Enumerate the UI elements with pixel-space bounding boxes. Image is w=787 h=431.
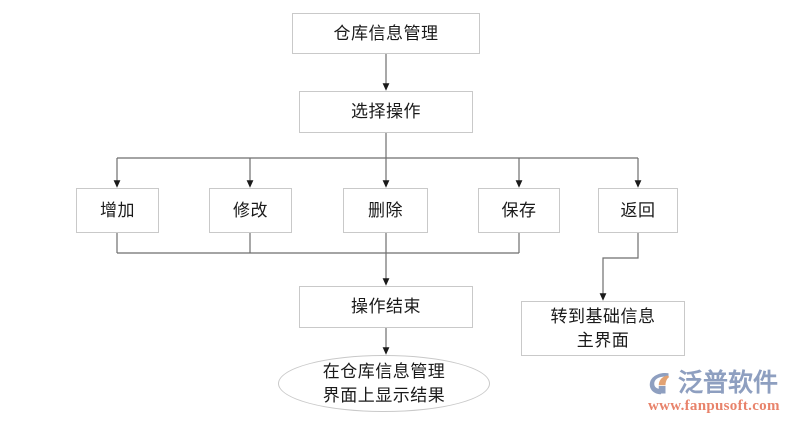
node-add[interactable]: 增加 xyxy=(76,188,159,233)
node-operation-finished[interactable]: 操作结束 xyxy=(299,286,473,328)
node-back[interactable]: 返回 xyxy=(598,188,678,233)
node-warehouse-info-management[interactable]: 仓库信息管理 xyxy=(292,13,480,54)
node-delete[interactable]: 删除 xyxy=(343,188,428,233)
connector-back-to-basemain xyxy=(599,233,639,301)
node-show-result-on-warehouse-ui[interactable]: 在仓库信息管理 界面上显示结果 xyxy=(278,355,490,412)
node-go-to-base-info-main-ui[interactable]: 转到基础信息 主界面 xyxy=(521,301,685,356)
node-save[interactable]: 保存 xyxy=(478,188,560,233)
node-select-operation[interactable]: 选择操作 xyxy=(299,91,473,133)
node-edit[interactable]: 修改 xyxy=(209,188,292,233)
